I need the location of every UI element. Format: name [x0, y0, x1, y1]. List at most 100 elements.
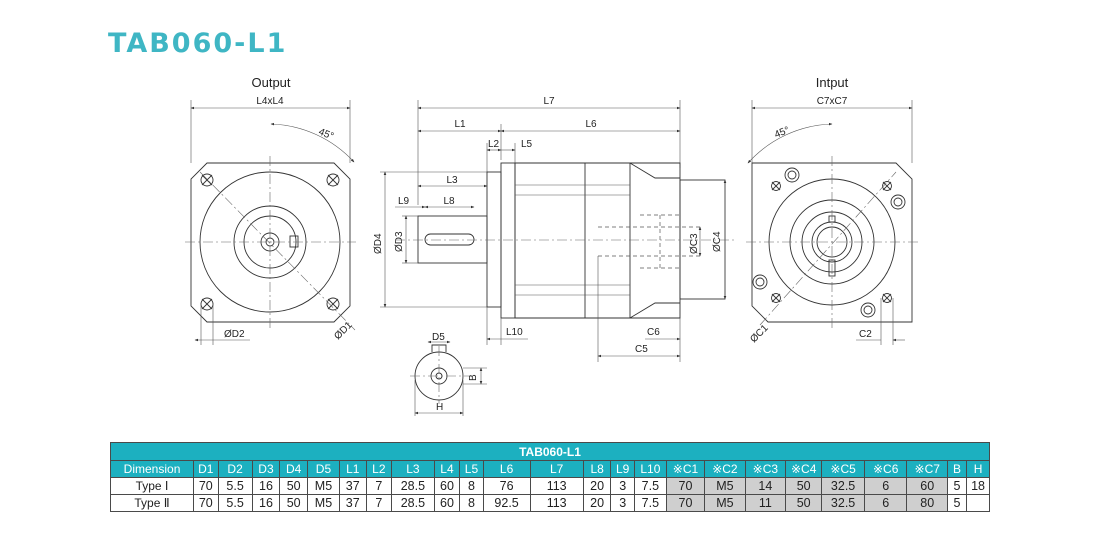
- table-cell: 6: [863, 477, 908, 495]
- table-cell: 20: [582, 477, 612, 495]
- header-cell: L6: [482, 460, 531, 478]
- header-cell: L4: [433, 460, 461, 478]
- header-cell: L8: [582, 460, 612, 478]
- dim-l9: L9: [398, 196, 410, 207]
- output-view: Output L4xL4 45° ØD1 ØD2: [185, 75, 356, 345]
- dim-c4: ØC4: [712, 231, 723, 252]
- dim-d2: ØD2: [224, 329, 245, 340]
- shaft-section-view: D5 B H: [410, 332, 487, 416]
- table-cell: 50: [785, 477, 823, 495]
- page-title: TAB060-L1: [108, 28, 288, 59]
- dim-d5: D5: [432, 332, 445, 343]
- table-row: Type Ⅰ 70 5.5 16 50 M5 37 7 28.5 60 8 76…: [109, 477, 990, 495]
- dim-d3: ØD3: [394, 231, 405, 252]
- dim-l4xl4: L4xL4: [256, 96, 284, 107]
- table-cell: 50: [279, 494, 308, 512]
- table-cell: 50: [785, 494, 823, 512]
- dim-l7: L7: [543, 96, 555, 107]
- table-cell: 113: [529, 494, 584, 512]
- table-cell: 7: [365, 477, 393, 495]
- input-view-label: Intput: [816, 75, 849, 90]
- table-cell: 5.5: [217, 477, 253, 495]
- table-cell: 32.5: [821, 494, 865, 512]
- table-cell: 8: [459, 494, 484, 512]
- header-cell: L10: [633, 460, 667, 478]
- table-cell: 80: [906, 494, 948, 512]
- table-cell: 70: [665, 477, 706, 495]
- dim-c2: C2: [859, 329, 872, 340]
- header-cell: ※C4: [785, 460, 823, 478]
- table-cell: 14: [744, 477, 787, 495]
- header-cell: L7: [529, 460, 584, 478]
- dim-l1: L1: [454, 119, 466, 130]
- table-cell: 60: [433, 477, 461, 495]
- table-cell: 3: [610, 494, 635, 512]
- table-cell: 5: [946, 494, 968, 512]
- table-caption: TAB060-L1: [110, 442, 990, 461]
- table-cell: 5: [946, 477, 968, 495]
- row-label: Type Ⅰ: [109, 477, 195, 495]
- dim-b: B: [468, 374, 479, 381]
- table-cell: 50: [279, 477, 308, 495]
- table-cell: 76: [482, 477, 531, 495]
- table-cell: 5.5: [217, 494, 253, 512]
- header-cell: ※C3: [744, 460, 787, 478]
- dim-d4: ØD4: [373, 233, 384, 254]
- header-cell: ※C6: [863, 460, 908, 478]
- dim-l3: L3: [446, 175, 458, 186]
- header-cell: ※C7: [906, 460, 948, 478]
- dim-d1: ØD1: [332, 319, 355, 342]
- table-cell: 20: [582, 494, 612, 512]
- table-cell: 60: [433, 494, 461, 512]
- table-cell: 7.5: [633, 494, 667, 512]
- table-cell: 92.5: [482, 494, 531, 512]
- table-cell: M5: [307, 477, 340, 495]
- dim-c6: C6: [647, 327, 660, 338]
- dim-l5: L5: [521, 139, 533, 150]
- table-cell: 113: [529, 477, 584, 495]
- header-cell: D2: [217, 460, 253, 478]
- header-cell: D5: [307, 460, 340, 478]
- dim-angle-output: 45°: [317, 127, 335, 143]
- table-cell: 70: [665, 494, 706, 512]
- table-cell: 7.5: [633, 477, 667, 495]
- technical-drawing: Output L4xL4 45° ØD1 ØD2: [185, 75, 918, 416]
- table-cell: 18: [966, 477, 990, 495]
- table-cell: 16: [251, 494, 281, 512]
- header-cell: L1: [338, 460, 367, 478]
- dim-c1: ØC1: [748, 322, 771, 345]
- header-cell: ※C5: [821, 460, 865, 478]
- table-cell: 60: [906, 477, 948, 495]
- output-flange-square: [190, 162, 351, 323]
- dim-h: H: [436, 402, 443, 413]
- table-header-row: Dimension D1 D2 D3 D4 D5 L1 L2 L3 L4 L5 …: [109, 460, 990, 478]
- header-cell: ※C1: [665, 460, 706, 478]
- header-cell: Dimension: [109, 460, 195, 478]
- table-cell: [966, 494, 990, 512]
- input-view: Intput C7xC7 45° ØC1 C2: [746, 75, 918, 345]
- header-cell: L5: [459, 460, 484, 478]
- header-cell: ※C2: [704, 460, 746, 478]
- table-cell: 6: [863, 494, 908, 512]
- dim-l8: L8: [443, 196, 455, 207]
- output-view-label: Output: [251, 75, 290, 90]
- shaft-key: [424, 233, 475, 246]
- dimension-table: TAB060-L1 Dimension D1 D2 D3 D4 D5 L1 L2…: [109, 442, 990, 512]
- table-cell: 16: [251, 477, 281, 495]
- header-cell: H: [966, 460, 990, 478]
- dim-l10: L10: [506, 327, 523, 338]
- table-cell: 70: [193, 494, 219, 512]
- header-cell: L9: [610, 460, 635, 478]
- side-view: L7 L1 L6 L2 L5 L3 L9 L8 ØD3 ØD4: [373, 96, 735, 362]
- dim-c3: ØC3: [689, 233, 700, 254]
- table-cell: M5: [704, 477, 746, 495]
- dim-l6: L6: [585, 119, 597, 130]
- header-cell: L2: [365, 460, 393, 478]
- table-cell: 11: [744, 494, 787, 512]
- output-shaft: [417, 215, 488, 264]
- table-cell: 37: [338, 477, 367, 495]
- table-cell: 70: [193, 477, 219, 495]
- header-cell: D3: [251, 460, 281, 478]
- table-cell: 28.5: [391, 494, 435, 512]
- dim-c5: C5: [635, 344, 648, 355]
